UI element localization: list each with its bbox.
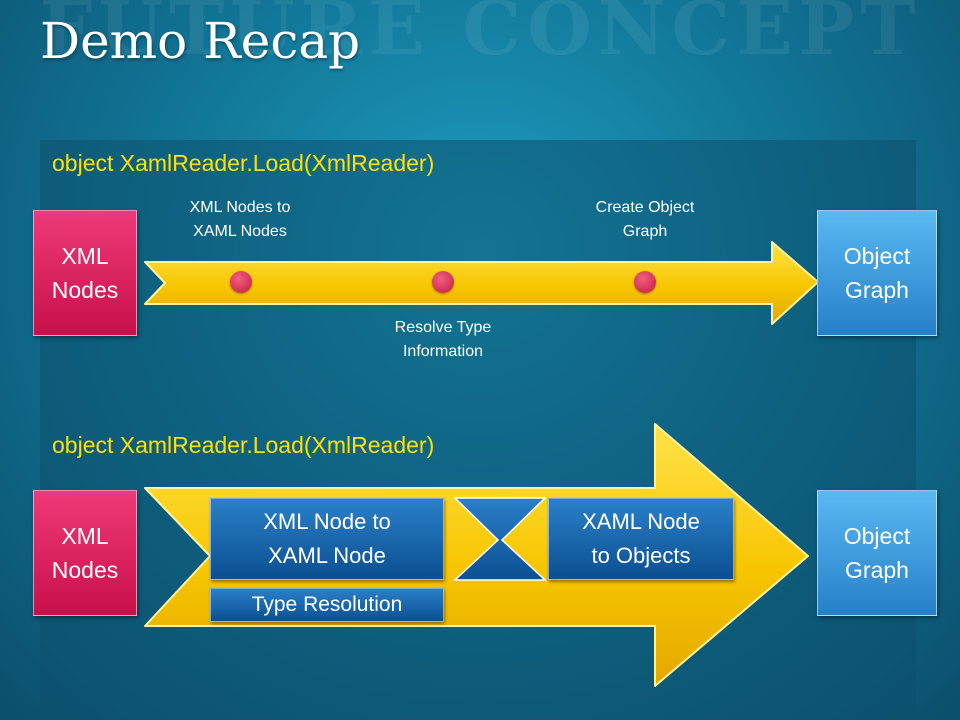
object-graph-box-bottom: Object Graph [817,490,937,616]
xml-nodes-box-top: XML Nodes [33,210,137,336]
slide-title: Demo Recap [40,12,361,70]
stage-xaml-to-objects: XAML Node to Objects [548,498,734,580]
step-label-resolve-type: Resolve Type Information [394,319,492,360]
section2-label: object XamlReader.Load(XmlReader) [52,432,435,458]
step-label-xml-to-xaml: XML Nodes to XAML Nodes [189,199,291,240]
section1-label: object XamlReader.Load(XmlReader) [52,150,435,176]
xml-nodes-box-bottom: XML Nodes [33,490,137,616]
pipeline-arrow-top [144,241,819,325]
stage-connector-shape [453,497,547,581]
step-dot-1 [230,271,252,293]
step-label-create-graph: Create Object Graph [595,199,695,240]
watermark-text: FUTURE CONCEPT [40,0,922,72]
object-graph-box-top: Object Graph [817,210,937,336]
step-dot-3 [634,271,656,293]
stage-type-resolution: Type Resolution [210,588,444,622]
step-dot-2 [432,271,454,293]
stage-xml-to-xaml: XML Node to XAML Node [210,498,444,580]
